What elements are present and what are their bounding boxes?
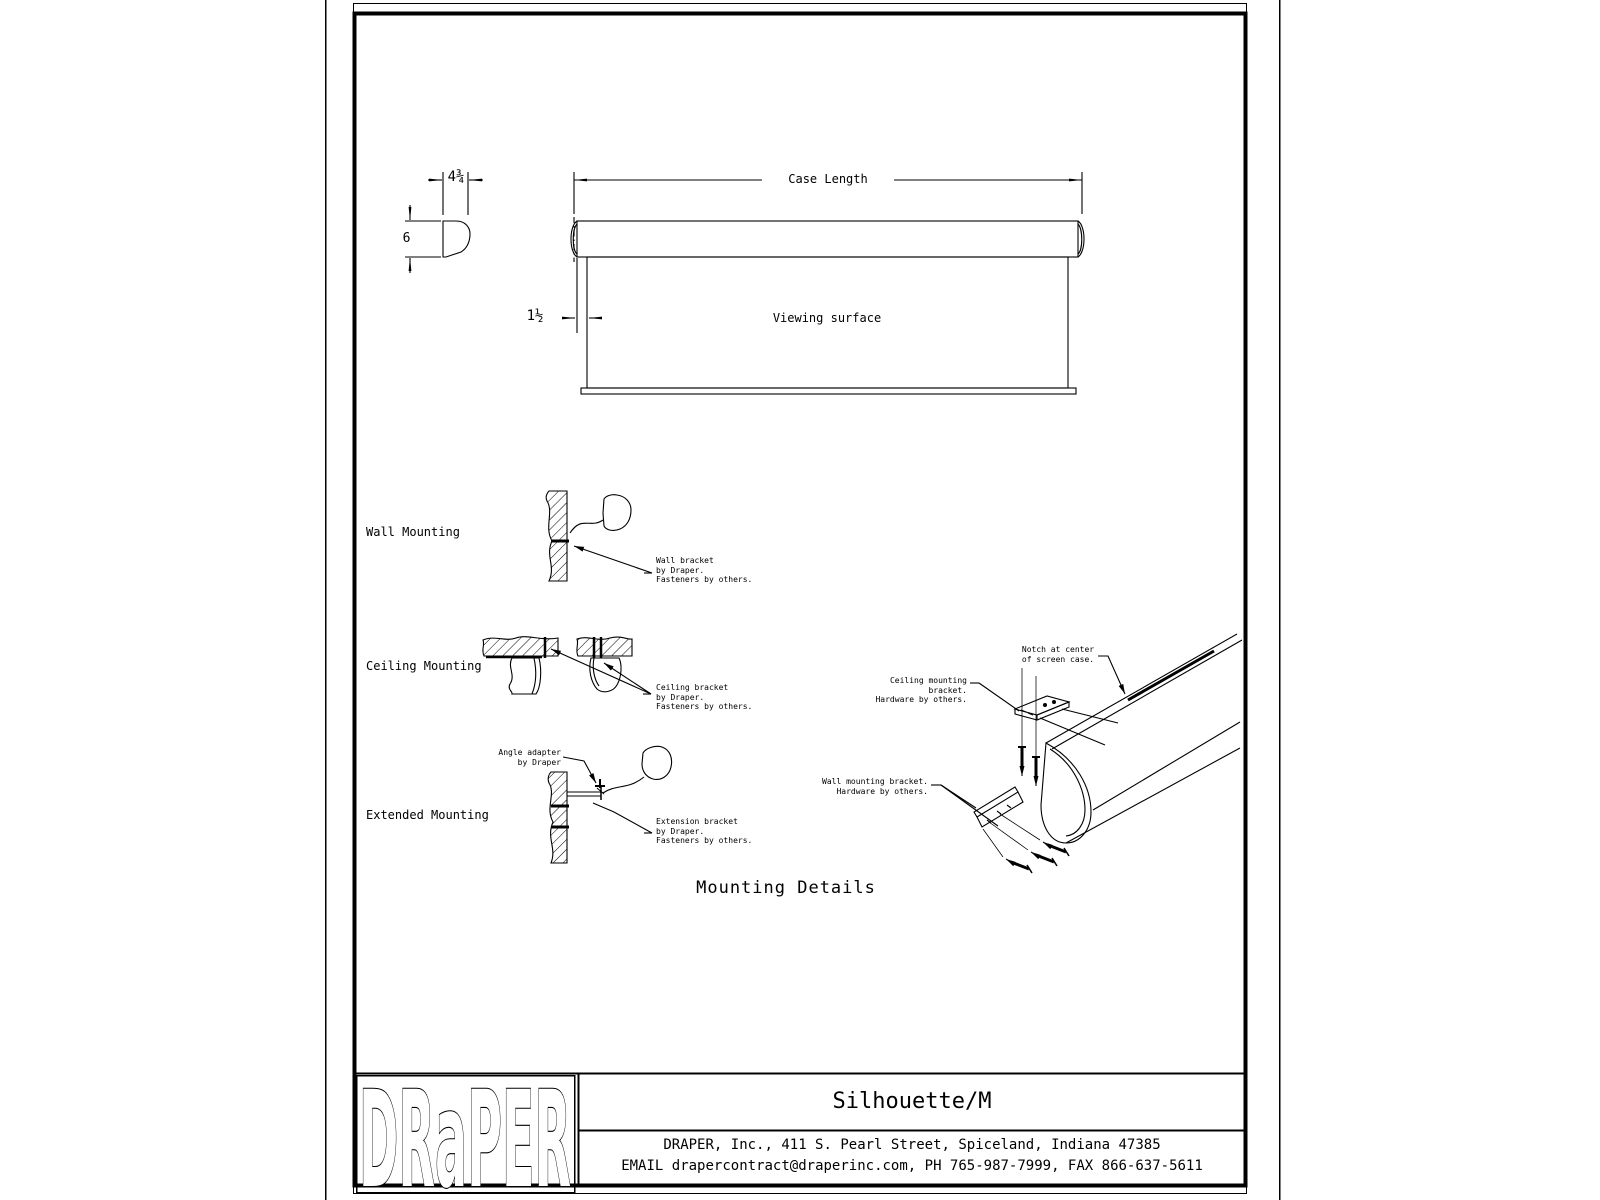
draper-logo-text: DRaPER [359,1062,571,1200]
extended-mounting-figure [547,745,673,864]
angle-adapter-note: Angle adapter by Draper [498,748,561,767]
product-name: Silhouette/M [832,1089,992,1114]
dim-case-height: 6 [402,231,411,246]
sheet-borders [324,0,1281,1200]
title-block-lines [353,1072,1247,1194]
front-view [562,172,1085,395]
ceiling-bracket-note: Ceiling bracket by Draper. Fasteners by … [656,683,753,711]
extension-bracket-note: Extension bracket by Draper. Fasteners b… [656,817,753,845]
company-contact-line: EMAIL drapercontract@draperinc.com, PH 7… [621,1158,1203,1174]
dim-screen-offset: 1½ [526,308,544,324]
wall-bracket-note: Wall bracket by Draper. Fasteners by oth… [656,556,753,584]
wall-mounting-title: Wall Mounting [366,525,460,539]
ceiling-mounting-bracket-note: Ceiling mounting bracket. Hardware by ot… [875,676,967,704]
extended-mounting-title: Extended Mounting [366,808,489,822]
case-length-label: Case Length [788,172,868,186]
company-address-line: DRAPER, Inc., 411 S. Pearl Street, Spice… [663,1137,1161,1153]
draper-logo: DRaPER [358,1061,572,1200]
sheet-caption: Mounting Details [696,878,876,898]
notch-note: Notch at center of screen case. [1021,645,1095,664]
dim-case-width: 4¾ [447,169,465,185]
ceiling-mounting-figure [482,636,652,695]
isometric-view [931,633,1243,874]
profile-view [405,172,483,273]
viewing-surface-label: Viewing surface [772,311,882,325]
wall-mounting-figure [545,490,653,582]
ceiling-mounting-title: Ceiling Mounting [366,659,482,673]
wall-mounting-bracket-note: Wall mounting bracket. Hardware by other… [822,777,928,796]
